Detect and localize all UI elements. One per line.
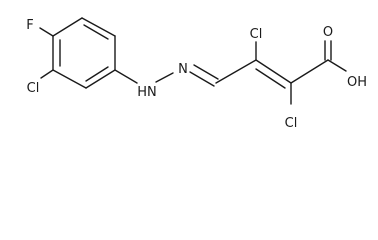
carbonyl-oxygen-label: O <box>323 25 333 40</box>
ring-nh-bond <box>114 69 138 84</box>
c3-c2-double-bond <box>255 59 292 84</box>
substituent-bonds <box>39 27 174 84</box>
atom-labels: F Cl HN N Cl Cl O OH <box>26 18 367 131</box>
ring-bond <box>52 69 87 89</box>
c2-c1-bond <box>290 59 329 84</box>
ch-c3-bond <box>215 59 257 84</box>
hydroxyl-label: OH <box>347 75 367 90</box>
c-cl-bond <box>40 69 54 79</box>
c3-chlorine-label: Cl <box>250 27 263 42</box>
c3-c2-double-bond <box>255 68 286 89</box>
ring-bond <box>85 69 116 89</box>
c2-chlorine-label: Cl <box>285 116 298 131</box>
ring-inner-double-bond <box>83 24 109 40</box>
side-chain <box>189 40 347 105</box>
nh-n-bond <box>155 72 174 83</box>
chemical-structure: F Cl HN N Cl Cl O OH <box>26 17 367 131</box>
n-ch-double-bond <box>189 71 215 87</box>
hydrazone-nh-label: HN <box>137 85 157 100</box>
ring-inner-double-bond <box>85 66 109 82</box>
c1-oh-bond <box>327 59 347 72</box>
n-ch-double-bond <box>193 64 219 80</box>
hydrazone-n-label: N <box>178 62 188 77</box>
fluorine-label: F <box>26 18 33 33</box>
c-f-bond <box>39 27 54 37</box>
ring-chlorine-label: Cl <box>27 81 40 96</box>
ring-bond <box>81 17 116 37</box>
ring-bond <box>52 17 83 37</box>
benzene-ring <box>52 17 116 89</box>
